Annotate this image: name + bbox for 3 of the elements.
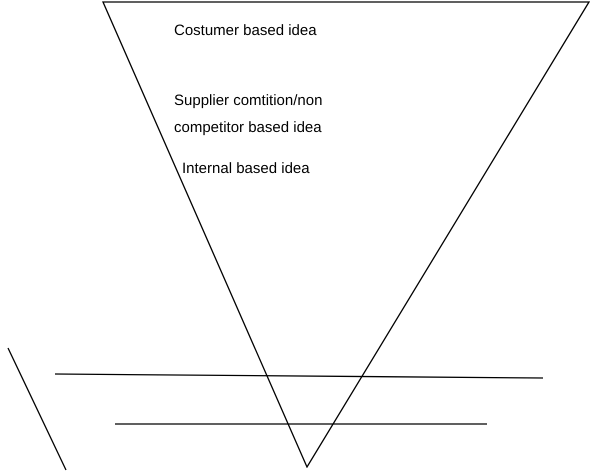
funnel-text: Costumer based idea xyxy=(174,21,318,41)
funnel-text: Internal based idea xyxy=(182,159,311,179)
funnel-text: Supplier comtition/non competitor based idea xyxy=(174,91,324,138)
